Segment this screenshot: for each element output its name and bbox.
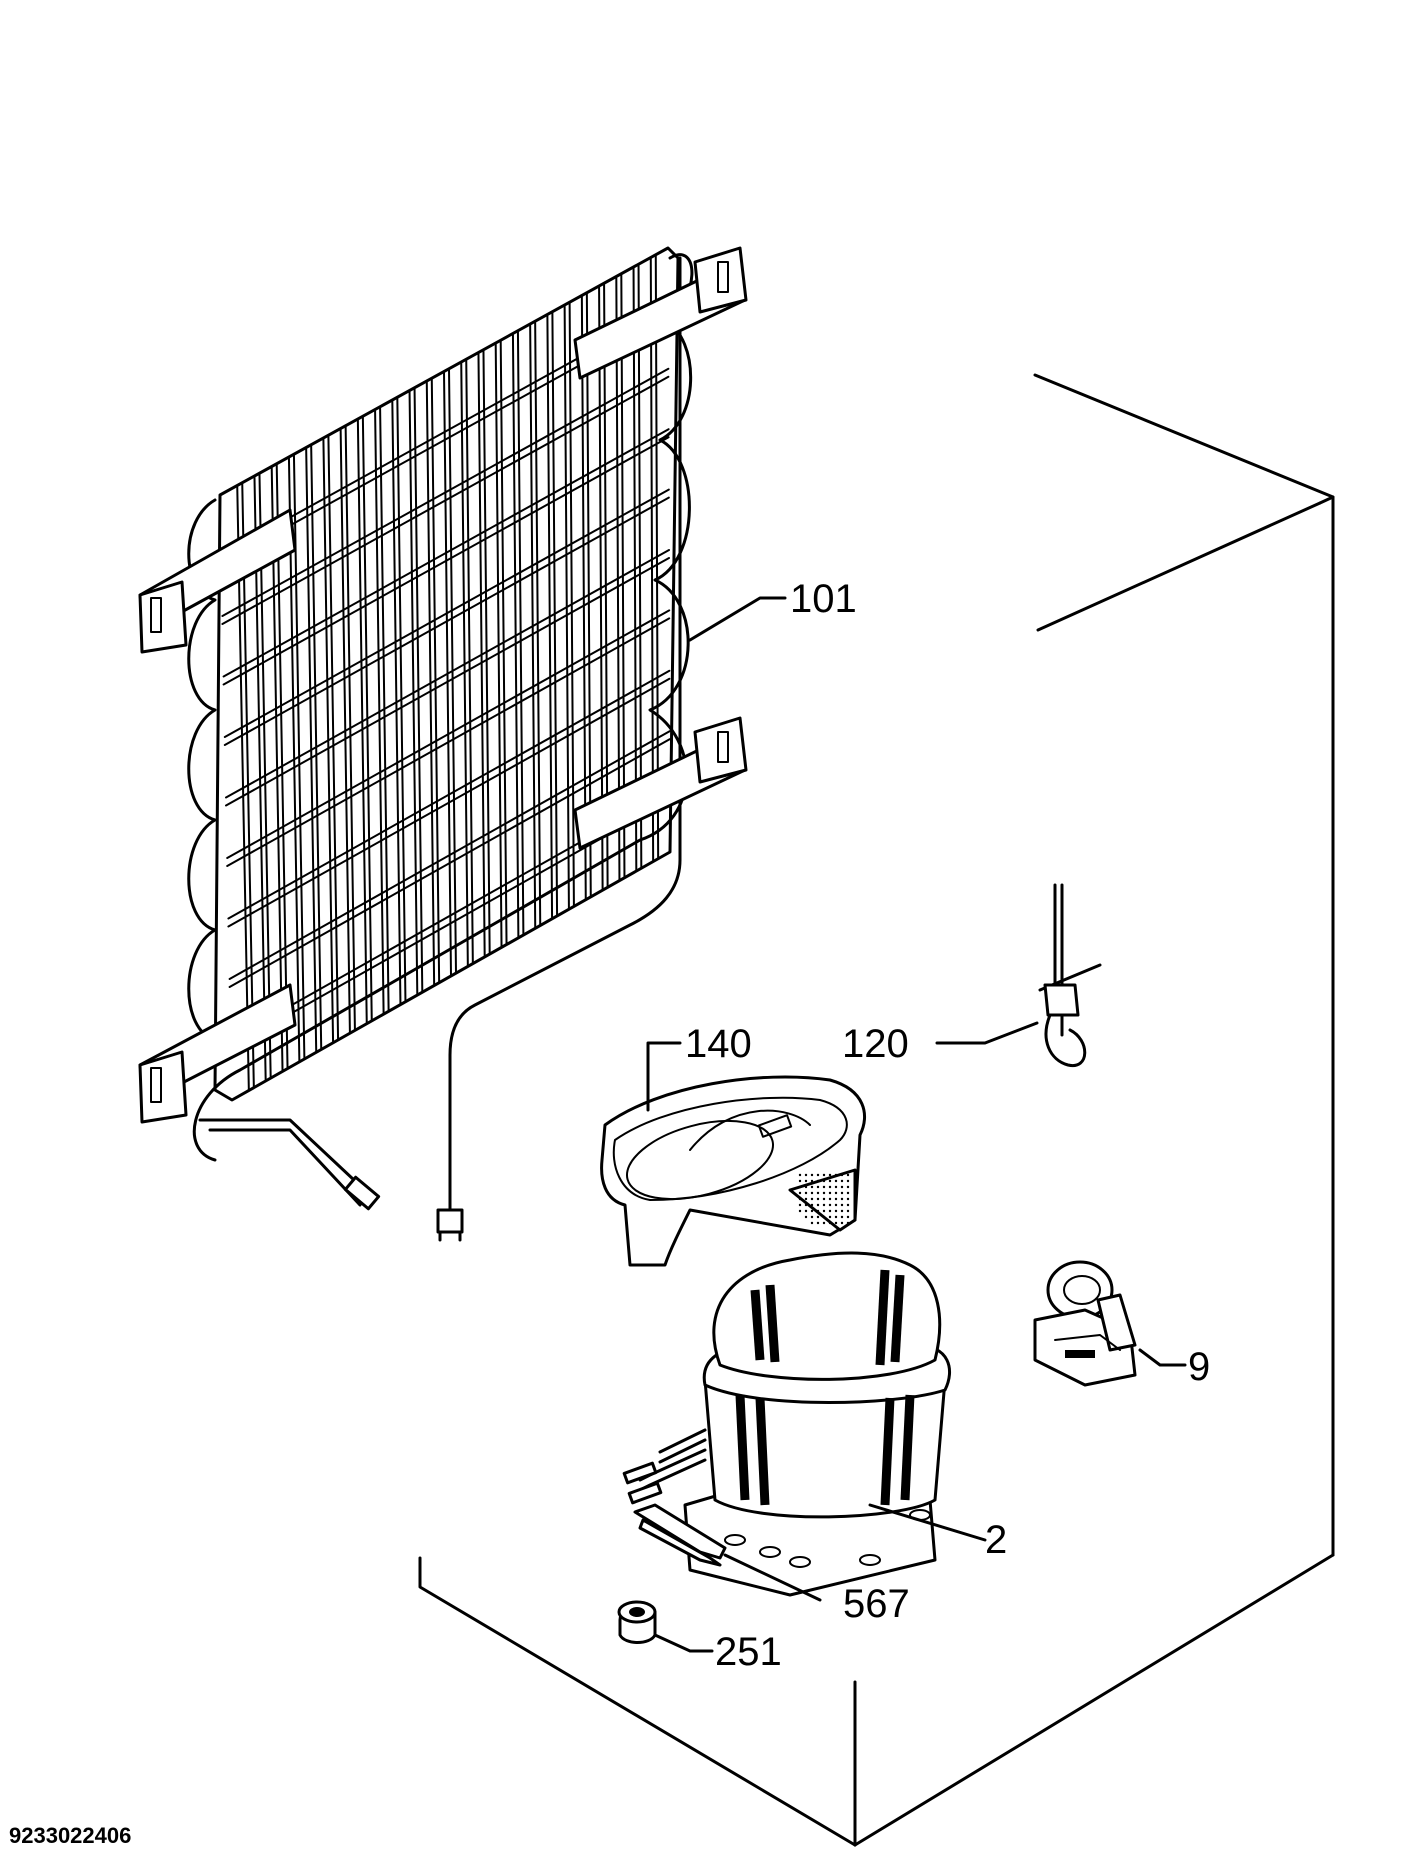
mounting-plate [633, 1503, 727, 1567]
callout-labels: 101 140 120 9 2 567 251 [685, 577, 1210, 1674]
callout-140: 140 [685, 1022, 752, 1066]
document-number: 9233022406 [9, 1823, 131, 1848]
condenser [138, 246, 748, 1242]
clip [1033, 1260, 1137, 1387]
grommet [617, 1600, 657, 1644]
drip-tray [600, 1075, 867, 1267]
callout-567: 567 [843, 1582, 910, 1626]
leader-lines [646, 596, 1187, 1653]
condenser-bracket-mid-right [573, 716, 748, 850]
callout-251: 251 [715, 1630, 782, 1674]
callout-2: 2 [985, 1518, 1007, 1562]
callout-9: 9 [1188, 1345, 1210, 1389]
callout-120: 120 [842, 1022, 909, 1066]
callout-101: 101 [790, 577, 857, 621]
condenser-bracket-bottom-left [138, 983, 297, 1124]
compressor [622, 1251, 952, 1597]
cabinet-outline [418, 373, 1335, 1847]
condenser-bracket-top-right [573, 246, 748, 380]
drier-filter [1038, 883, 1102, 1067]
condenser-bracket-top-left [138, 508, 297, 654]
